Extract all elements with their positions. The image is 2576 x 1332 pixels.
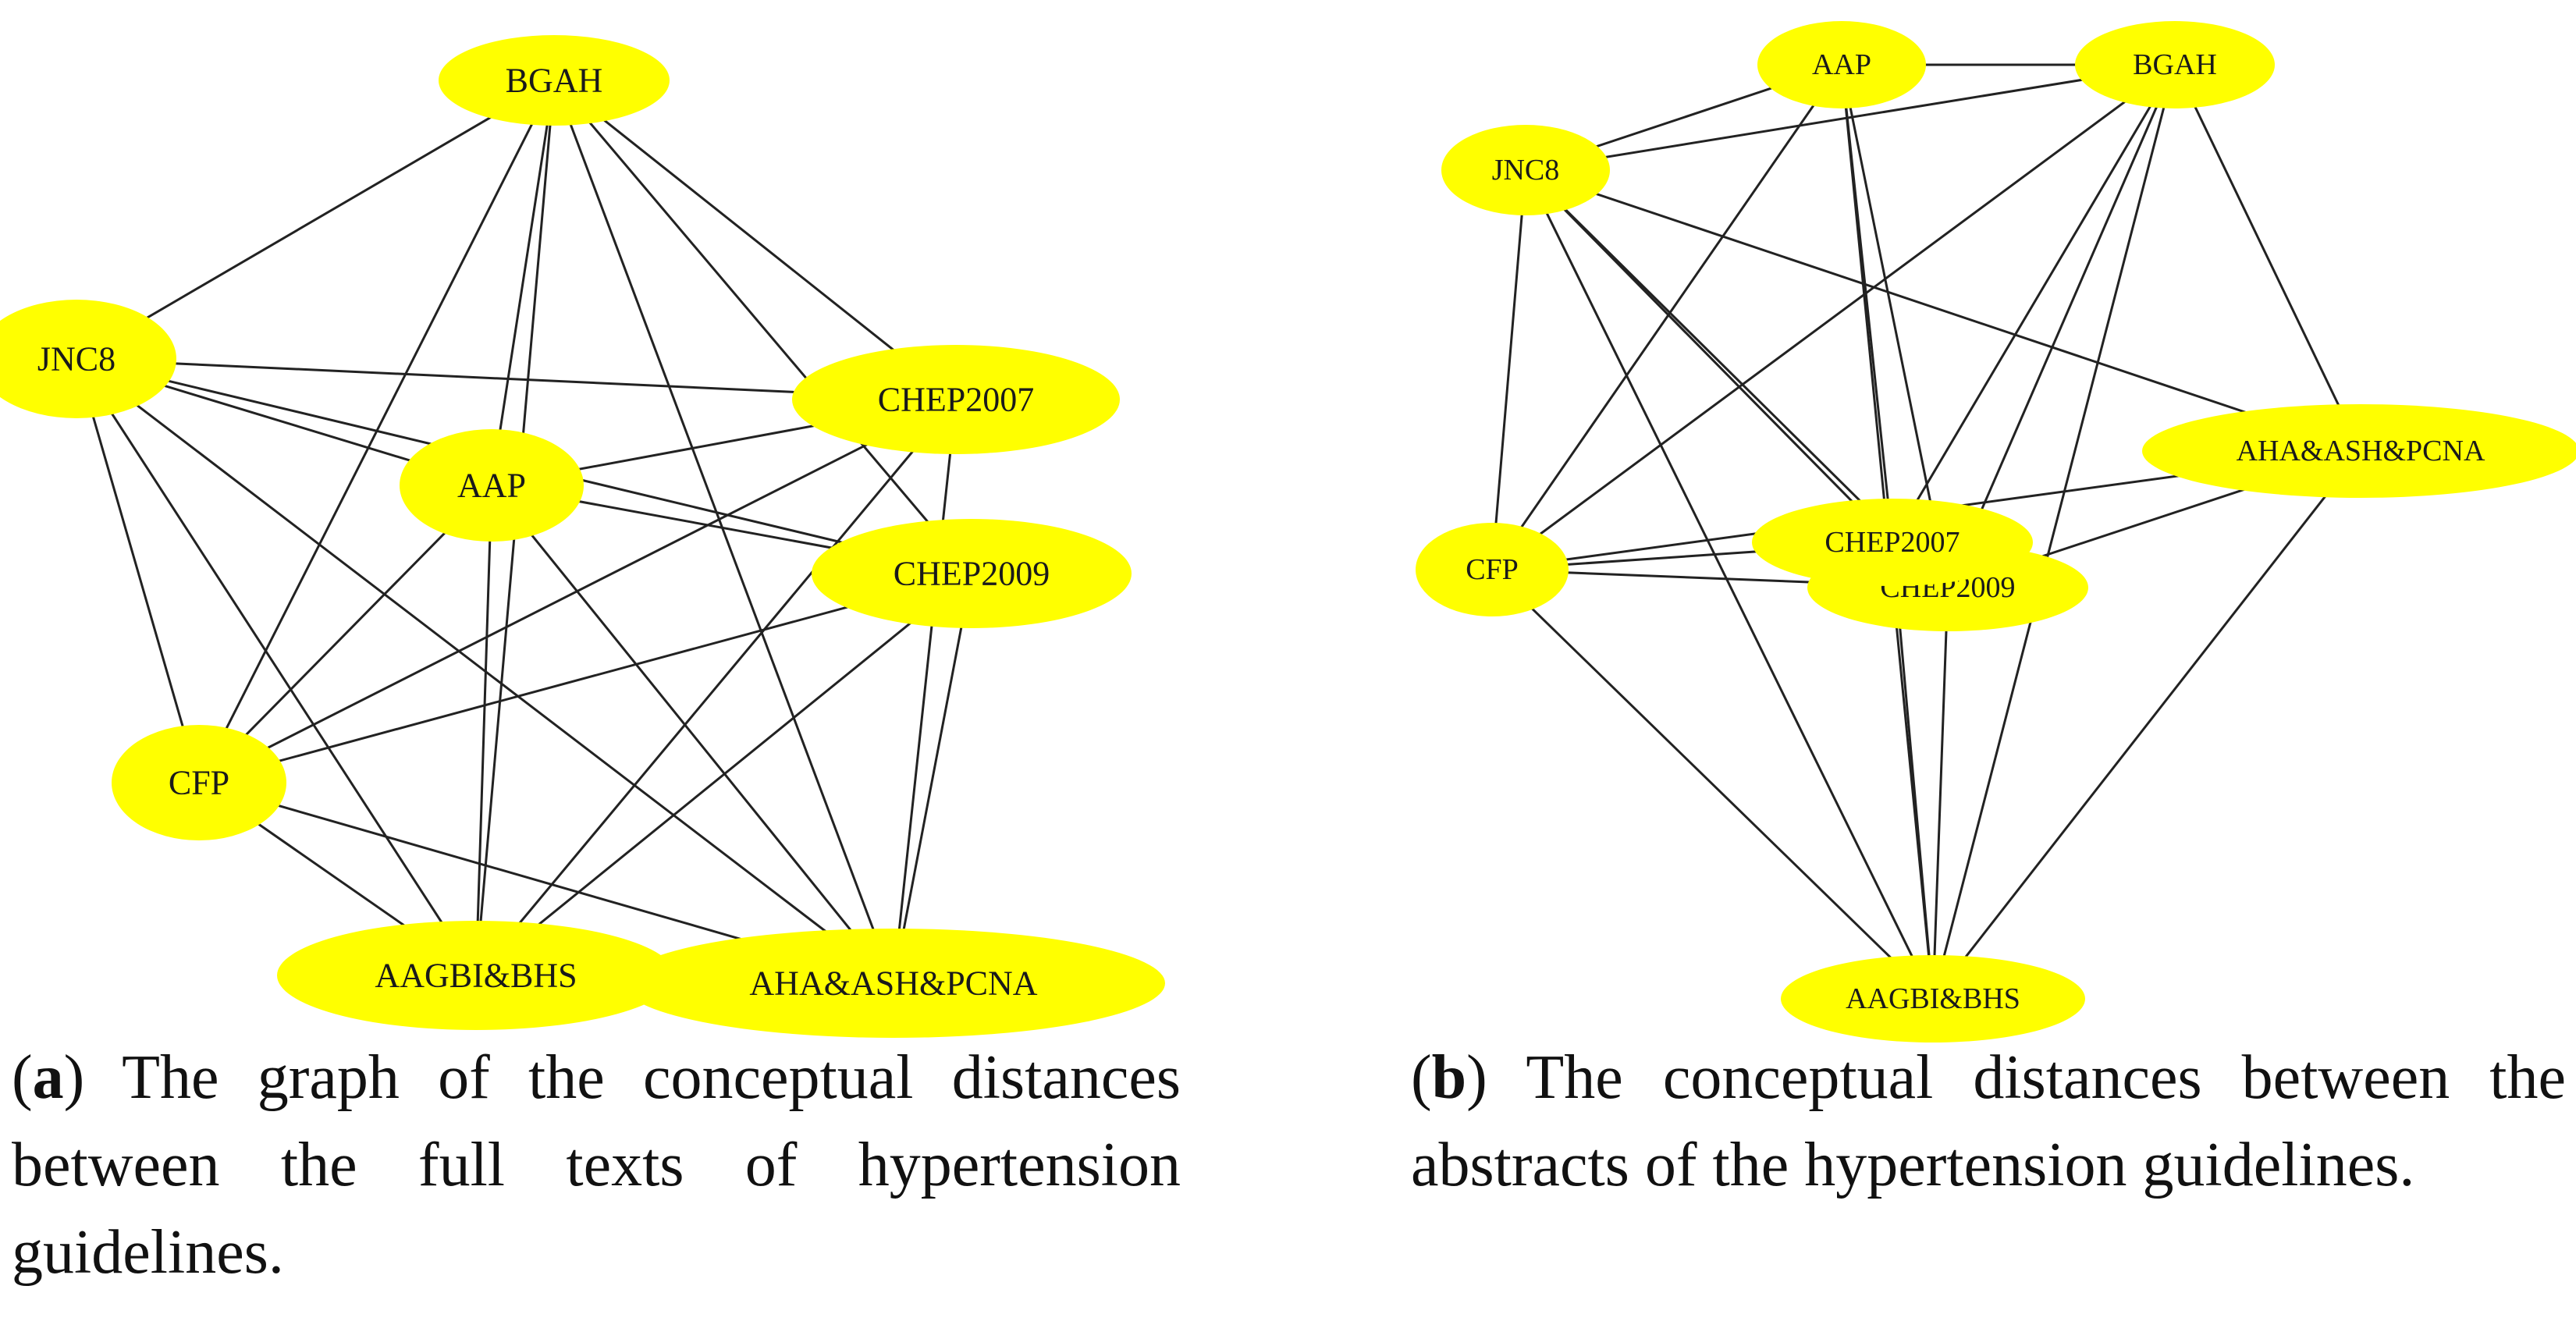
node-label-aagbi-bhs: AAGBI&BHS — [375, 957, 577, 995]
edge-jnc8-to-aha-ash-pcna — [1525, 169, 2361, 453]
edge-chep2009-to-aagbi-bhs — [1931, 587, 1949, 1000]
node-aagbi-bhs: AAGBI&BHS — [1781, 955, 2085, 1043]
caption-text-b: The conceptual distances between the abs… — [1411, 1043, 2567, 1199]
node-label-jnc8: JNC8 — [1492, 154, 1560, 186]
node-label-aap: AAP — [1812, 48, 1871, 81]
node-ellipse-aap — [1757, 21, 1926, 108]
node-label-aap: AAP — [457, 467, 526, 505]
node-label-cfp: CFP — [1466, 553, 1519, 586]
node-ellipse-aha-ash-pcna — [622, 929, 1165, 1038]
node-ellipse-bgah — [2075, 21, 2275, 108]
edge-bgah-to-aha-ash-pcna — [553, 80, 895, 984]
edge-chep2009-to-cfp — [198, 572, 972, 784]
node-aha-ash-pcna: AHA&ASH&PCNA — [2142, 404, 2576, 498]
edge-chep2009-to-aagbi-bhs — [475, 572, 972, 977]
node-label-cfp: CFP — [169, 764, 229, 802]
node-label-aha-ash-pcna: AHA&ASH&PCNA — [749, 964, 1037, 1003]
edge-bgah-to-jnc8 — [1525, 63, 2176, 172]
node-ellipse-chep2007 — [1752, 499, 2033, 586]
node-label-bgah: BGAH — [506, 62, 603, 100]
node-label-aha-ash-pcna: AHA&ASH&PCNA — [2237, 435, 2485, 467]
node-aha-ash-pcna: AHA&ASH&PCNA — [622, 929, 1165, 1038]
node-label-bgah: BGAH — [2133, 48, 2217, 81]
node-cfp: CFP — [112, 725, 286, 840]
edge-chep2007-to-aagbi-bhs — [474, 399, 958, 976]
node-ellipse-jnc8 — [1441, 125, 1610, 215]
edge-cfp-to-aagbi-bhs — [1491, 568, 1935, 1000]
edge-bgah-to-chep2009 — [553, 80, 973, 574]
edge-aap-to-aagbi-bhs — [474, 485, 493, 976]
node-ellipse-aha-ash-pcna — [2142, 404, 2576, 498]
node-chep2007: CHEP2007 — [1752, 499, 2033, 586]
node-label-chep2007: CHEP2007 — [1825, 526, 1960, 559]
node-label-jnc8: JNC8 — [37, 340, 115, 378]
edge-aha-ash-pcna-to-aagbi-bhs — [1931, 450, 2362, 1000]
caption-letter-a: a — [32, 1043, 64, 1112]
edge-aap-to-aha-ash-pcna — [490, 485, 895, 984]
edge-bgah-to-chep2007 — [1891, 64, 2176, 543]
caption-panel-a: (a) The graph of the conceptual distance… — [12, 1043, 1181, 1287]
node-bgah: BGAH — [2075, 21, 2275, 108]
caption-text-a: The graph of the conceptual distances be… — [12, 1043, 1181, 1287]
node-aagbi-bhs: AAGBI&BHS — [277, 921, 675, 1030]
node-aap: AAP — [1757, 21, 1926, 108]
edge-bgah-to-aap — [490, 80, 556, 486]
node-aap: AAP — [400, 429, 584, 542]
edge-bgah-to-chep2007 — [553, 79, 957, 401]
node-ellipse-bgah — [439, 35, 670, 126]
edge-jnc8-to-cfp — [1491, 169, 1527, 570]
edge-chep2007-to-aha-ash-pcna — [892, 399, 958, 984]
edge-aap-to-cfp — [197, 484, 493, 784]
node-cfp: CFP — [1416, 523, 1569, 616]
edge-bgah-to-aha-ash-pcna — [2173, 64, 2362, 452]
node-ellipse-chep2007 — [792, 345, 1120, 454]
edge-jnc8-to-aagbi-bhs — [75, 358, 478, 976]
node-ellipse-aap — [400, 429, 584, 542]
node-ellipse-jnc8 — [0, 300, 176, 418]
node-jnc8: JNC8 — [1441, 125, 1610, 215]
edge-bgah-to-aagbi-bhs — [1931, 64, 2176, 1000]
node-ellipse-aagbi-bhs — [1781, 955, 2085, 1043]
node-chep2009: CHEP2009 — [812, 519, 1132, 628]
edge-aap-to-cfp — [1491, 64, 1843, 570]
node-ellipse-cfp — [112, 725, 286, 840]
edge-chep2009-to-aha-ash-pcna — [892, 573, 973, 984]
caption-panel-b: (b) The conceptual distances between the… — [1411, 1043, 2567, 1199]
node-ellipse-chep2009 — [812, 519, 1132, 628]
edge-chep2007-to-cfp — [198, 398, 957, 784]
caption-letter-b: b — [1431, 1043, 1467, 1112]
edge-jnc8-to-aagbi-bhs — [1524, 169, 1935, 1000]
edge-bgah-to-jnc8 — [76, 79, 555, 361]
edge-jnc8-to-cfp — [75, 358, 201, 783]
edge-bgah-to-chep2009 — [1946, 64, 2176, 588]
node-ellipse-cfp — [1416, 523, 1569, 616]
node-label-aagbi-bhs: AAGBI&BHS — [1846, 982, 2020, 1015]
node-ellipse-aagbi-bhs — [277, 921, 675, 1030]
edge-bgah-to-cfp — [1491, 63, 2176, 571]
node-jnc8: JNC8 — [0, 300, 176, 418]
node-chep2007: CHEP2007 — [792, 345, 1120, 454]
node-label-chep2007: CHEP2007 — [878, 381, 1034, 419]
node-bgah: BGAH — [439, 35, 670, 126]
node-label-chep2009: CHEP2009 — [894, 555, 1050, 593]
